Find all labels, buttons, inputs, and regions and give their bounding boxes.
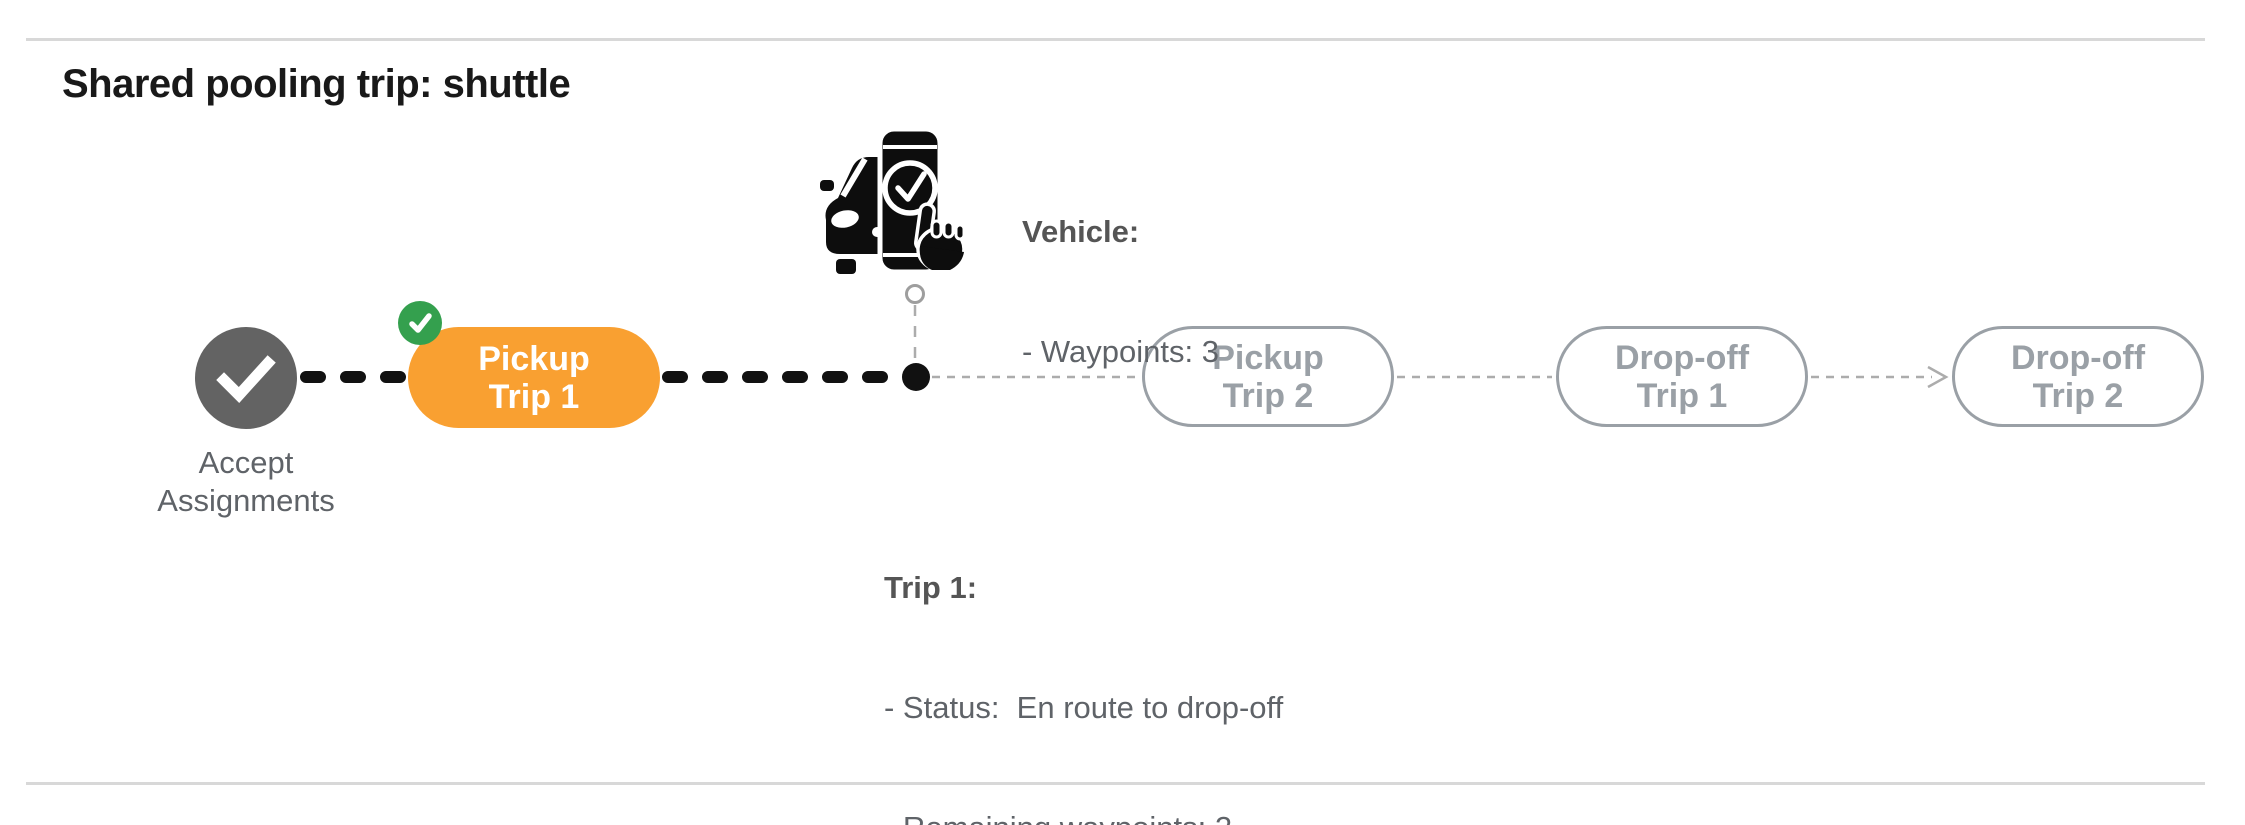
vehicle-phone-check-graphic xyxy=(820,126,966,275)
pickup-trip-2-line2: Trip 2 xyxy=(1222,376,1314,415)
pointing-hand-shape xyxy=(914,202,966,272)
check-icon xyxy=(216,355,276,403)
drop-off-trip-1-line2: Trip 1 xyxy=(1636,376,1728,415)
bottom-divider xyxy=(26,782,2205,785)
check-icon xyxy=(409,313,432,333)
vehicle-info-heading: Vehicle: xyxy=(1022,214,1140,249)
trip1-heading: Trip 1: xyxy=(884,570,978,605)
node-drop-off-trip-2: Drop-off Trip 2 xyxy=(1952,326,2204,427)
accept-assignments-label-line2: Assignments xyxy=(157,483,335,518)
arrowhead-icon xyxy=(1927,365,1949,389)
completed-badge xyxy=(398,301,442,345)
pickup-trip-2-line1: Pickup xyxy=(1212,338,1324,377)
vehicle-phone-check-icon xyxy=(820,124,972,280)
current-position-dot xyxy=(902,363,930,391)
page-title: Shared pooling trip: shuttle xyxy=(62,62,571,106)
drop-off-trip-1-line1: Drop-off xyxy=(1614,338,1750,377)
pickup-trip-1-line2: Trip 1 xyxy=(488,377,580,416)
node-pickup-trip-1: Pickup Trip 1 xyxy=(408,327,660,428)
vehicle-anchor-circle xyxy=(905,284,925,304)
check-circle-icon xyxy=(882,160,938,216)
accept-assignments-label: Accept Assignments xyxy=(96,444,396,520)
node-drop-off-trip-1: Drop-off Trip 1 xyxy=(1556,326,1808,427)
drop-off-trip-2-line1: Drop-off xyxy=(2010,338,2146,377)
pickup-trip-1-line1: Pickup xyxy=(478,339,590,378)
top-divider xyxy=(26,38,2205,41)
vehicle-info: Vehicle: - Waypoints: 3 xyxy=(1022,132,1219,452)
trip1-status: - Status: En route to drop-off xyxy=(884,690,1284,725)
node-accept-assignments xyxy=(195,327,297,429)
drop-off-trip-2-line2: Trip 2 xyxy=(2032,376,2124,415)
vehicle-waypoints: - Waypoints: 3 xyxy=(1022,334,1219,369)
accept-assignments-label-line1: Accept xyxy=(198,445,294,480)
trip1-remaining-waypoints: - Remaining waypoints: 2 xyxy=(884,808,1283,825)
trip-info: Trip 1: - Status: En route to drop-off -… xyxy=(884,488,1283,825)
node-pickup-trip-2: Pickup Trip 2 xyxy=(1142,326,1394,427)
